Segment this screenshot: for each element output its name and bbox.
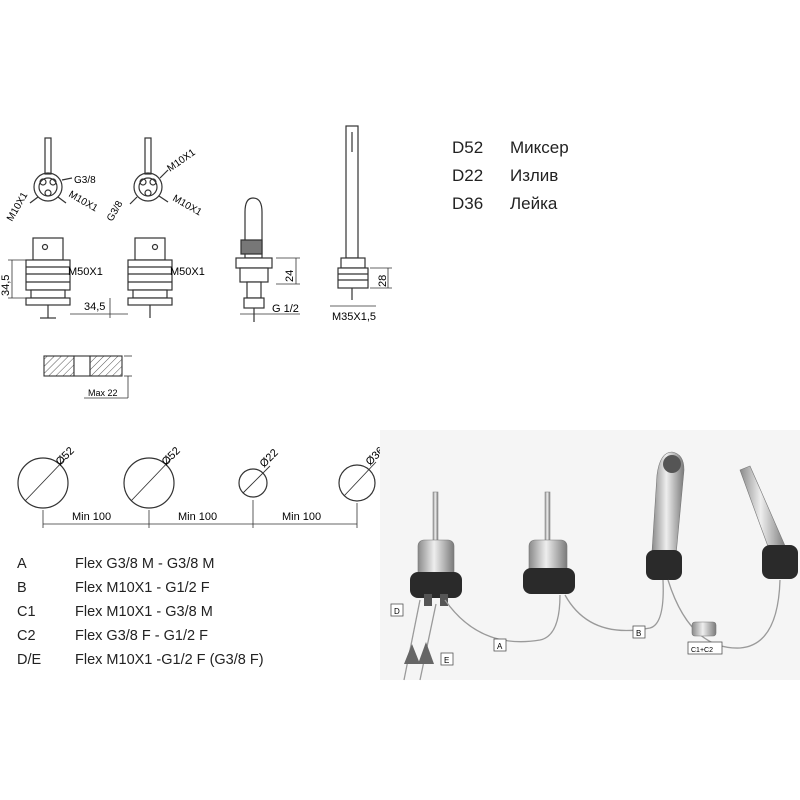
dimension-label: M50X1 (68, 266, 103, 278)
connection-code: A (17, 556, 27, 572)
legend-name: Лейка (510, 194, 558, 213)
photo-tag: D (394, 607, 400, 616)
handshower-side-view (330, 125, 392, 307)
connection-row: A Flex G3/8 M - G3/8 M (17, 552, 264, 576)
connection-code: B (17, 580, 27, 596)
legend-code: D52 (452, 138, 484, 157)
connection-row: B Flex M10X1 - G1/2 F (17, 576, 264, 600)
component-legend: D52 Миксер D22 Излив D36 Лейка (452, 134, 569, 218)
photo-tag: A (497, 642, 503, 651)
legend-code: D22 (452, 166, 484, 185)
dimension-label: M50X1 (170, 266, 205, 278)
photo-tag: C1+C2 (691, 647, 713, 654)
hole-layout (17, 457, 377, 528)
connection-desc: Flex G3/8 F - G1/2 F (75, 628, 208, 644)
thread-label: M10X1 (5, 190, 31, 223)
dimension-label: 34,5 (84, 301, 105, 313)
connection-row: C1 Flex M10X1 - G3/8 M (17, 600, 264, 624)
legend-row-spout: D22 Излив (452, 162, 569, 190)
legend-name: Излив (510, 166, 559, 185)
spacing-label: Min 100 (178, 511, 217, 523)
hole-diameter-label: Ø52 (54, 445, 77, 468)
legend-row-handshower: D36 Лейка (452, 190, 569, 218)
hole-diameter-label: Ø22 (258, 447, 281, 470)
legend-name: Миксер (510, 138, 569, 157)
mixer-a-side-view (8, 237, 71, 319)
spacing-label: Min 100 (72, 511, 111, 523)
mixer-b-top-view (129, 137, 169, 205)
connection-desc: Flex M10X1 -G1/2 F (G3/8 F) (75, 652, 264, 668)
mixer-b-side-view (70, 237, 173, 318)
connection-code: C2 (17, 628, 36, 644)
installation-photo (380, 430, 800, 681)
connection-code: D/E (17, 652, 42, 668)
dimension-label: 34,5 (0, 275, 12, 296)
thread-label: G3/8 (105, 199, 126, 224)
legend-row-mixer: D52 Миксер (452, 134, 569, 162)
dimension-label: G 1/2 (272, 303, 299, 315)
dimension-label: 28 (377, 275, 389, 287)
thread-label: M10X1 (165, 147, 198, 174)
spacing-label: Min 100 (282, 511, 321, 523)
connection-desc: Flex M10X1 - G3/8 M (75, 604, 213, 620)
dimension-label: 24 (284, 270, 296, 282)
thread-label: G3/8 (74, 175, 96, 186)
connection-row: D/E Flex M10X1 -G1/2 F (G3/8 F) (17, 648, 264, 672)
mixer-1-render (410, 491, 462, 606)
legend-code: D36 (452, 194, 484, 213)
connection-table: A Flex G3/8 M - G3/8 M B Flex M10X1 - G1… (17, 552, 264, 672)
connection-desc: Flex G3/8 M - G3/8 M (75, 556, 215, 572)
mixer-a-top-view (29, 137, 73, 204)
thread-label: M10X1 (67, 189, 100, 215)
handshower-render (739, 465, 798, 579)
connection-code: C1 (17, 604, 36, 620)
hole-diameter-label: Ø52 (160, 445, 183, 468)
spout-render (646, 451, 685, 580)
photo-tag: B (636, 629, 641, 638)
spout-side-view (235, 197, 300, 322)
connection-row: C2 Flex G3/8 F - G1/2 F (17, 624, 264, 648)
dimension-label: M35X1,5 (332, 311, 376, 323)
mixer-2-render (523, 491, 575, 594)
dimension-label: Max 22 (88, 388, 118, 398)
connection-desc: Flex M10X1 - G1/2 F (75, 580, 210, 596)
photo-tag: E (444, 656, 449, 665)
thread-label: M10X1 (171, 193, 204, 219)
countertop-section (43, 355, 132, 399)
